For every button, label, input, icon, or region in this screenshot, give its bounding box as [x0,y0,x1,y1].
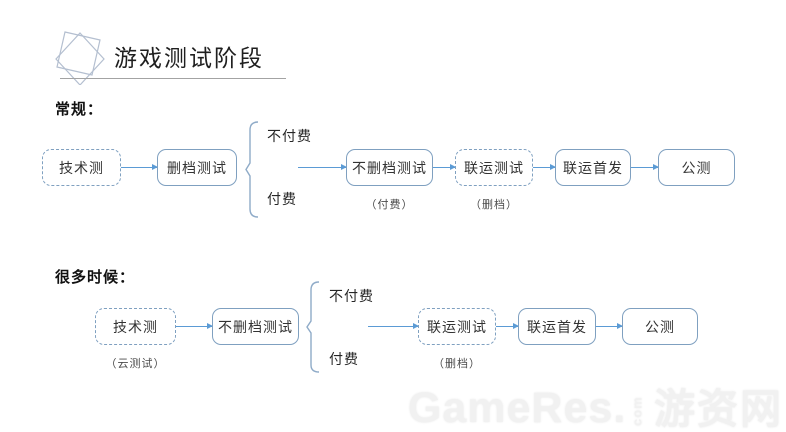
flow2-note-cloud-test: （云测试） [105,358,166,370]
title-underline [60,78,286,79]
diamond-icon [55,31,105,85]
flow2-node-open-beta-label: 公测 [645,318,675,335]
watermark-cjk: 游资网 [654,386,783,432]
flow1-node-joint-operation-test-label: 联运测试 [464,159,524,176]
flow1-branch-label-bottom: 付费 [267,191,297,207]
flow1-node-joint-launch: 联运首发 [555,149,631,186]
flow1-note-delete-archive: （删档） [470,199,518,211]
flow2-node-joint-launch-label: 联运首发 [527,318,587,335]
flow2-arrow-3 [496,322,519,329]
flow2-arrow-2 [368,322,419,329]
flow2-branch-label-bottom: 付费 [329,351,359,367]
flow2-node-tech-test-label: 技术测 [113,318,158,335]
flow1-node-tech-test: 技术测 [42,149,121,186]
flow2-node-joint-launch: 联运首发 [518,308,596,345]
flow2-branch-label-top: 不付费 [329,288,374,304]
flow1-node-tech-test-label: 技术测 [59,159,104,176]
flow1-node-delete-archive-test-label: 删档测试 [167,159,227,176]
flow1-node-no-delete-archive-test: 不删档测试 [346,149,433,186]
flow1-arrow-5 [631,163,659,170]
flow1-arrow-3 [433,163,456,170]
flow2-node-joint-operation-test-label: 联运测试 [427,318,487,335]
flow1-node-no-delete-archive-test-label: 不删档测试 [352,159,427,176]
watermark-brand: GameRes [407,384,614,432]
section-2-label: 很多时候： [55,269,136,286]
watermark: GameRes.com 游资网 [407,384,783,432]
flow1-note-paid: （付费） [365,199,414,211]
flow2-node-no-delete-archive-test-label: 不删档测试 [218,318,293,335]
flow2-arrow-4 [596,322,623,329]
section-1-label: 常规： [55,101,104,118]
flow1-node-joint-launch-label: 联运首发 [563,159,623,176]
flow1-arrow-4 [533,163,556,170]
page-title: 游戏测试阶段 [114,45,264,71]
flow2-node-no-delete-archive-test: 不删档测试 [212,308,299,345]
watermark-dot: . [613,384,626,432]
watermark-tld: com [629,395,645,426]
flow1-arrow-1 [121,163,158,170]
flow2-branch-brace [306,281,320,373]
flow2-node-joint-operation-test: 联运测试 [418,308,496,345]
flow1-node-delete-archive-test: 删档测试 [157,149,237,186]
flow2-note-delete-archive: （删档） [433,358,481,370]
flow1-branch-brace [245,121,259,218]
flow1-node-joint-operation-test: 联运测试 [455,149,533,186]
flow2-node-tech-test: 技术测 [95,308,176,345]
flow1-node-open-beta-label: 公测 [681,159,712,176]
flow2-node-open-beta: 公测 [622,308,698,345]
flow1-branch-label-top: 不付费 [267,128,312,144]
flow1-node-open-beta: 公测 [658,149,735,186]
flow2-arrow-1 [176,322,213,329]
flow1-arrow-2 [298,163,347,170]
